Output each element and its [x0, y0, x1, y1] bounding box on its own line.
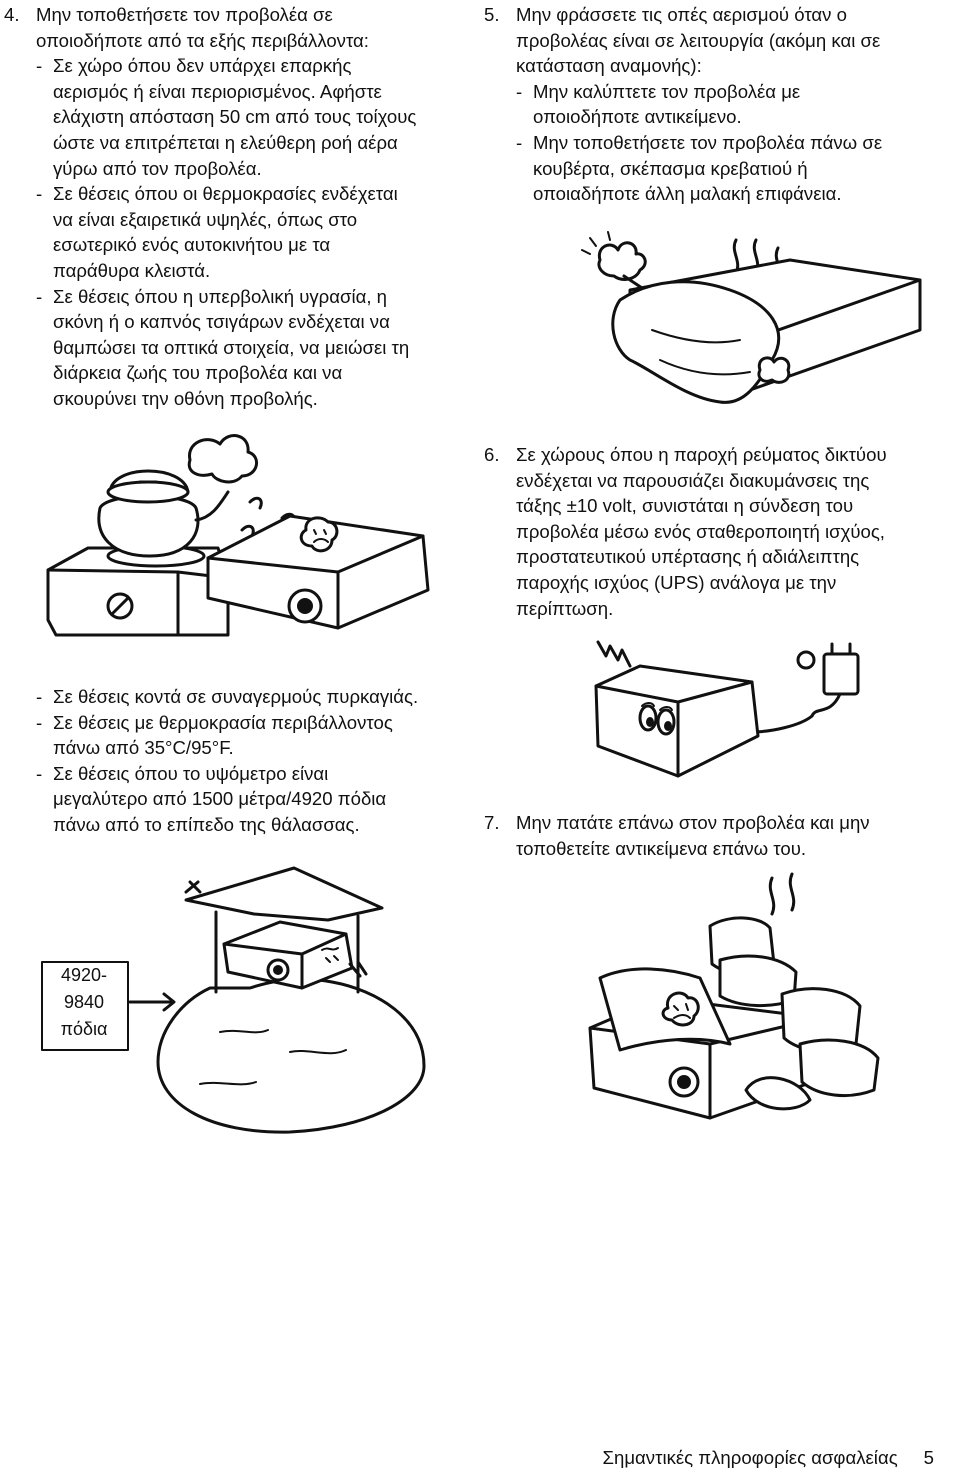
text-line: μεγαλύτερο από 1500 μέτρα/4920 πόδια	[53, 788, 387, 810]
item-6-text: 6. Σε χώρους όπου η παροχή ρεύματος δικτ…	[484, 442, 954, 621]
roof-icon	[184, 866, 384, 922]
page-footer: Σημαντικές πληροφορίες ασφαλείας 5	[603, 1446, 935, 1470]
text-line: τάξης ±10 volt, συνιστάται η σύνδεση του	[516, 495, 854, 517]
text-line: παροχής ισχύος (UPS) ανάλογα με την	[516, 571, 837, 593]
cushion-icon	[718, 954, 798, 1008]
text-line: προβολέα μέσω ενός σταθεροποιητή ισχύος,	[516, 520, 885, 542]
text-line: πάνω από 35°C/95°F.	[53, 737, 234, 759]
hand-icon	[597, 241, 647, 281]
text-line: Μην φράσσετε τις οπές αερισμού όταν ο	[516, 4, 847, 25]
text-line: να είναι εξαιρετικά υψηλές, όπως στο	[53, 208, 358, 230]
steam-cloud-icon	[187, 434, 258, 484]
heat-waves-icon	[732, 238, 782, 316]
text-line: διάρκεια ζωής του προβολέα και να	[53, 362, 343, 384]
text-line: Σε θέσεις όπου η υπερβολική υγρασία, η	[53, 285, 388, 307]
text-line: αερισμός ή είναι περιορισμένος. Αφήστε	[53, 80, 382, 102]
text-line: πόδια	[60, 1019, 108, 1039]
text-line: γύρω από τον προβολέα.	[53, 157, 262, 179]
face-icon	[299, 516, 339, 553]
text-line: προστατευτικού υπέρτασης ή αδιάλειπτης	[516, 546, 860, 568]
covered-projector-illustration	[581, 231, 922, 404]
altitude-illustration	[41, 866, 426, 1134]
kettle-stove-illustration	[46, 434, 430, 637]
item-7: 7. Μην πατάτε επάνω στον προβολέα και μη…	[484, 810, 954, 861]
text-line: Σε θέσεις όπου το υψόμετρο είναι	[53, 762, 329, 784]
text-line: οποιοδήποτε αντικείμενο.	[533, 106, 742, 128]
item-4-number: 4.	[4, 4, 20, 25]
text-line: Μην τοποθετήσετε τον προβολέα πάνω σε	[533, 131, 883, 153]
text-line: ελάχιστη απόσταση 50 cm από τους τοίχους	[53, 106, 417, 128]
page-number: 5	[923, 1447, 934, 1468]
text-line: ενδέχεται να παρουσιάζει διακυμάνσεις τη…	[516, 469, 870, 491]
item-5-number: 5.	[484, 4, 500, 25]
box-icon	[780, 987, 862, 1053]
text-line: Μην πατάτε επάνω στον προβολέα και μην	[516, 812, 870, 833]
text-line: Σε θέσεις με θερμοκρασία περιβάλλοντος	[53, 711, 393, 733]
text-line: θαμπώσει τα οπτικά στοιχεία, να μειώσει …	[53, 336, 410, 358]
item-5-heading: 5. Μην φράσσετε τις οπές αερισμού όταν ο…	[484, 2, 954, 79]
bullet-humidity: Σε θέσεις όπου η υπερβολική υγρασία, η σ…	[36, 284, 444, 412]
text-line: κατάσταση αναμονής):	[516, 55, 702, 77]
item-4-heading: 4. Μην τοποθετήσετε τον προβολέα σε οποι…	[4, 2, 444, 53]
text-line: οποιαδήποτε άλλη μαλακή επιφάνεια.	[533, 183, 842, 205]
stacked-objects-illustration	[588, 872, 880, 1120]
bulb-icon	[796, 650, 816, 670]
text-line: περίπτωση.	[516, 597, 614, 619]
text-line: οποιοδήποτε από τα εξής περιβάλλοντα:	[36, 29, 369, 51]
item-4: 4. Μην τοποθετήσετε τον προβολέα σε οποι…	[4, 2, 444, 412]
item-6: 6. Σε χώρους όπου η παροχή ρεύματος δικτ…	[484, 442, 954, 621]
heat-waves-icon	[768, 872, 796, 916]
bullet-high-temperature: Σε θέσεις όπου οι θερμοκρασίες ενδέχεται…	[36, 181, 444, 283]
text-line: τοποθετείτε αντικείμενα επάνω του.	[516, 837, 807, 859]
text-line: παράθυρα κλειστά.	[53, 259, 211, 281]
spark-icon	[596, 640, 632, 668]
text-line: Μην καλύπτετε τον προβολέα με	[533, 80, 801, 102]
blanket-icon	[611, 280, 781, 404]
item-7-number: 7.	[484, 812, 500, 833]
projector-icon	[206, 514, 430, 630]
projector-icon	[222, 920, 354, 990]
mountain-icon	[156, 977, 426, 1134]
text-line: Σε θέσεις όπου οι θερμοκρασίες ενδέχεται	[53, 183, 398, 205]
item-6-number: 6.	[484, 444, 500, 465]
text-line: Σε χώρο όπου δεν υπάρχει επαρκής	[53, 55, 352, 77]
text-line: ώστε να επιτρέπεται η ελεύθερη ροή αέρα	[53, 131, 398, 153]
bullet-ventilation: Σε χώρο όπου δεν υπάρχει επαρκής αερισμό…	[36, 53, 444, 181]
text-line: Σε χώρους όπου η παροχή ρεύματος δικτύου	[516, 444, 887, 465]
bullet-do-not-cover: Μην καλύπτετε τον προβολέα με οποιοδήποτ…	[516, 79, 954, 130]
face-icon	[661, 991, 700, 1027]
text-line: Μην τοποθετήσετε τον προβολέα σε	[36, 4, 333, 25]
power-adapter-icon	[822, 652, 860, 696]
altitude-label: 4920- 9840 πόδια	[44, 962, 124, 1043]
bullet-ambient-temperature: Σε θέσεις με θερμοκρασία περιβάλλοντος π…	[36, 710, 476, 761]
item-7-text: 7. Μην πατάτε επάνω στον προβολέα και μη…	[484, 810, 954, 861]
text-line: πάνω από το επίπεδο της θάλασσας.	[53, 813, 360, 835]
bullet-fire-alarm: Σε θέσεις κοντά σε συναγερμούς πυρκαγιάς…	[36, 684, 476, 710]
box-icon	[798, 1038, 880, 1097]
item-5: 5. Μην φράσσετε τις οπές αερισμού όταν ο…	[484, 2, 954, 207]
text-line: προβολέας είναι σε λειτουργία (ακόμη και…	[516, 29, 881, 51]
bullet-altitude: Σε θέσεις όπου το υψόμετρο είναι μεγαλύτ…	[36, 761, 476, 838]
item-4-more: Σε θέσεις κοντά σε συναγερμούς πυρκαγιάς…	[36, 684, 476, 838]
text-line: 4920-	[60, 965, 108, 985]
power-adapter-illustration	[594, 640, 860, 778]
kettle-icon	[97, 494, 200, 558]
text-line: εσωτερικό ενός αυτοκινήτου με τα	[53, 234, 331, 256]
text-line: σκουρύνει την οθόνη προβολής.	[53, 387, 318, 409]
footer-section-title: Σημαντικές πληροφορίες ασφαλείας	[602, 1447, 898, 1468]
text-line: Σε θέσεις κοντά σε συναγερμούς πυρκαγιάς…	[53, 686, 419, 707]
text-line: σκόνη ή ο καπνός τσιγάρων ενδέχεται να	[53, 311, 390, 333]
text-line: 9840	[63, 992, 105, 1012]
bullet-soft-surface: Μην τοποθετήσετε τον προβολέα πάνω σε κο…	[516, 130, 954, 207]
text-line: κουβέρτα, σκέπασμα κρεβατιού ή	[533, 157, 808, 179]
altitude-label-box	[41, 961, 129, 1051]
